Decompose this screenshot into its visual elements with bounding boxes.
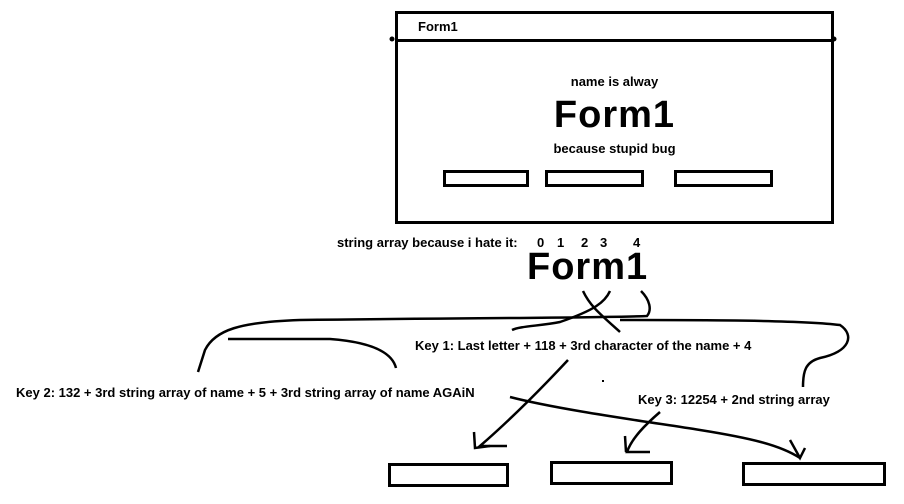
curve-from-char-2 bbox=[581, 290, 621, 333]
key1-text: Key 1: Last letter + 118 + 3rd character… bbox=[415, 338, 752, 353]
arrow-to-button-2 bbox=[625, 411, 661, 454]
curve-from-char-3 bbox=[511, 290, 612, 332]
index-2: 2 bbox=[581, 235, 589, 250]
arrow-head-3 bbox=[788, 439, 807, 461]
window-title: Form1 bbox=[418, 19, 458, 34]
curve-from-char-4 bbox=[196, 290, 651, 373]
index-0: 0 bbox=[537, 235, 545, 250]
titlebar-right-dot bbox=[831, 36, 837, 42]
bottom-button-2[interactable] bbox=[550, 461, 673, 485]
titlebar-left-dot bbox=[389, 36, 395, 42]
arrow-to-button-1 bbox=[476, 359, 569, 448]
big-form-name: Form1 bbox=[553, 94, 676, 136]
key3-text: Key 3: 12254 + 2nd string array bbox=[638, 392, 830, 407]
array-form-name: Form1 bbox=[527, 246, 649, 288]
string-array-label: string array because i hate it: bbox=[337, 235, 518, 250]
arrow-to-button-3 bbox=[509, 395, 801, 460]
index-4: 4 bbox=[633, 235, 641, 250]
window-button-2[interactable] bbox=[545, 170, 644, 187]
because-bug-text: because stupid bug bbox=[553, 141, 676, 156]
key2-text: Key 2: 132 + 3rd string array of name + … bbox=[16, 385, 475, 400]
bottom-button-1[interactable] bbox=[388, 463, 509, 487]
title-bar: Form1 bbox=[398, 14, 831, 42]
index-3: 3 bbox=[600, 235, 608, 250]
key1-to-key3-line bbox=[619, 318, 850, 388]
window-button-3[interactable] bbox=[674, 170, 773, 187]
name-is-alway-text: name is alway bbox=[570, 74, 659, 89]
bottom-button-3[interactable] bbox=[742, 462, 886, 486]
arrow-head-2 bbox=[623, 435, 628, 453]
window-button-1[interactable] bbox=[443, 170, 529, 187]
key2-bracket bbox=[228, 337, 398, 369]
arrow-head-1 bbox=[472, 431, 491, 450]
index-1: 1 bbox=[557, 235, 565, 250]
stray-dot bbox=[602, 380, 604, 382]
form1-window: Form1 name is alway Form1 because stupid… bbox=[395, 11, 834, 224]
